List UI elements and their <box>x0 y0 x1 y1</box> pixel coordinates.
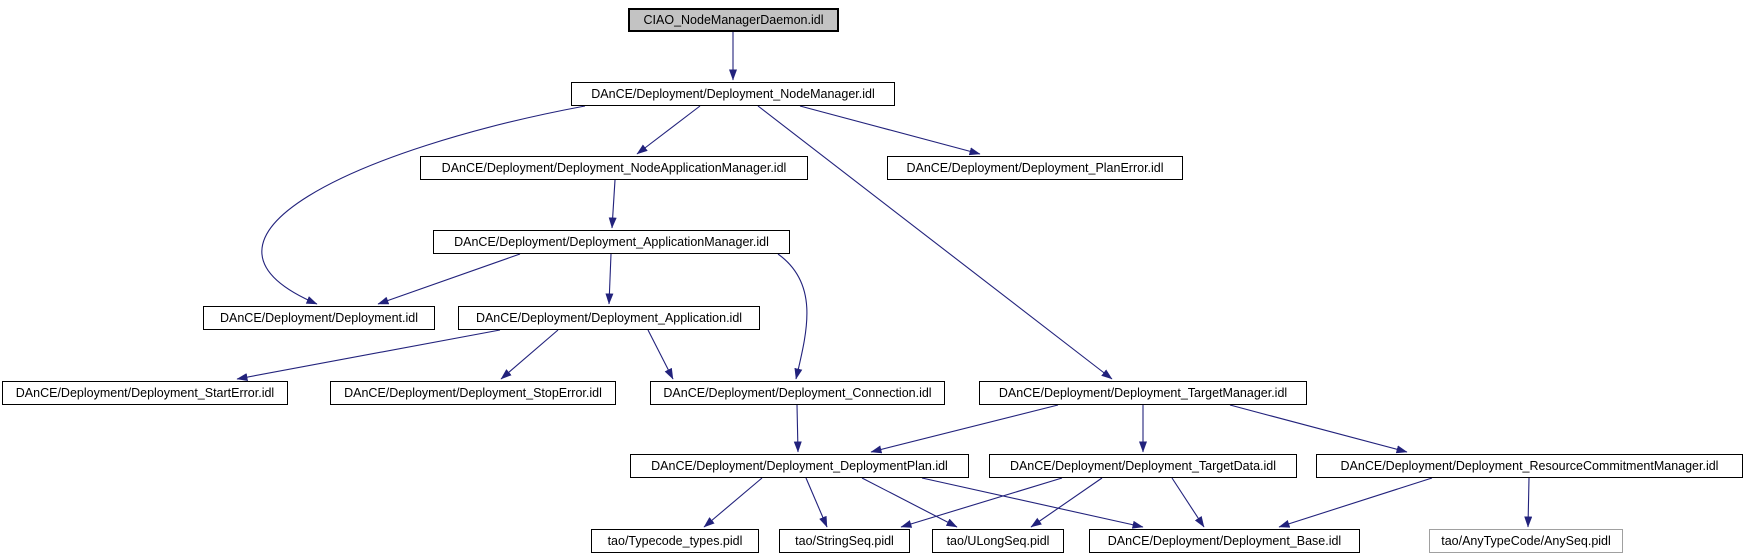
node-nodeappmgr[interactable]: DAnCE/Deployment/Deployment_NodeApplicat… <box>420 156 808 180</box>
edge-targetmanager-deploymentplan <box>870 404 1059 454</box>
edge-targetdata-base <box>1171 477 1205 528</box>
node-daemon[interactable]: CIAO_NodeManagerDaemon.idl <box>628 8 839 32</box>
edge-targetdata-ulongseq <box>1030 477 1103 528</box>
edge-deploymentplan-stringseq <box>805 477 828 528</box>
node-application[interactable]: DAnCE/Deployment/Deployment_Application.… <box>458 306 760 330</box>
node-stoperror[interactable]: DAnCE/Deployment/Deployment_StopError.id… <box>330 381 616 405</box>
node-typecode[interactable]: tao/Typecode_types.pidl <box>591 529 759 553</box>
node-starterror[interactable]: DAnCE/Deployment/Deployment_StartError.i… <box>2 381 288 405</box>
edge-nodeappmgr-appmgr <box>608 179 617 229</box>
node-nodemanager[interactable]: DAnCE/Deployment/Deployment_NodeManager.… <box>571 82 895 106</box>
node-planerror[interactable]: DAnCE/Deployment/Deployment_PlanError.id… <box>887 156 1183 180</box>
node-appmgr[interactable]: DAnCE/Deployment/Deployment_ApplicationM… <box>433 230 790 254</box>
node-ulongseq[interactable]: tao/ULongSeq.pidl <box>932 529 1064 553</box>
edge-rcm-base <box>1278 477 1433 528</box>
node-targetdata[interactable]: DAnCE/Deployment/Deployment_TargetData.i… <box>989 454 1297 478</box>
node-connection[interactable]: DAnCE/Deployment/Deployment_Connection.i… <box>650 381 945 405</box>
node-deployment[interactable]: DAnCE/Deployment/Deployment.idl <box>203 306 435 330</box>
edge-nodemanager-deployment <box>261 105 586 305</box>
node-stringseq[interactable]: tao/StringSeq.pidl <box>779 529 910 553</box>
edge-deploymentplan-ulongseq <box>861 477 958 528</box>
edge-application-stoperror <box>500 329 559 380</box>
edge-deploymentplan-typecode <box>703 477 763 528</box>
node-targetmanager[interactable]: DAnCE/Deployment/Deployment_TargetManage… <box>979 381 1307 405</box>
edge-appmgr-application <box>605 253 614 305</box>
node-base[interactable]: DAnCE/Deployment/Deployment_Base.idl <box>1089 529 1360 553</box>
edge-appmgr-deployment <box>377 253 521 305</box>
edge-targetdata-stringseq <box>900 477 1063 528</box>
edge-nodemanager-targetmanager <box>757 105 1113 380</box>
edge-connection-deploymentplan <box>793 404 802 453</box>
edge-nodemanager-nodeappmgr <box>636 105 701 155</box>
edge-appmgr-connection <box>777 253 808 380</box>
edge-application-starterror <box>236 329 501 382</box>
edge-targetmanager-rcm <box>1229 404 1408 454</box>
node-anyseq[interactable]: tao/AnyTypeCode/AnySeq.pidl <box>1429 529 1623 553</box>
edge-nodemanager-planerror <box>799 105 981 156</box>
edge-rcm-anyseq <box>1524 477 1533 528</box>
edge-deploymentplan-base <box>921 477 1144 529</box>
node-deploymentplan[interactable]: DAnCE/Deployment/Deployment_DeploymentPl… <box>630 454 969 478</box>
node-rcm[interactable]: DAnCE/Deployment/Deployment_ResourceComm… <box>1316 454 1743 478</box>
edge-application-connection <box>647 329 674 380</box>
